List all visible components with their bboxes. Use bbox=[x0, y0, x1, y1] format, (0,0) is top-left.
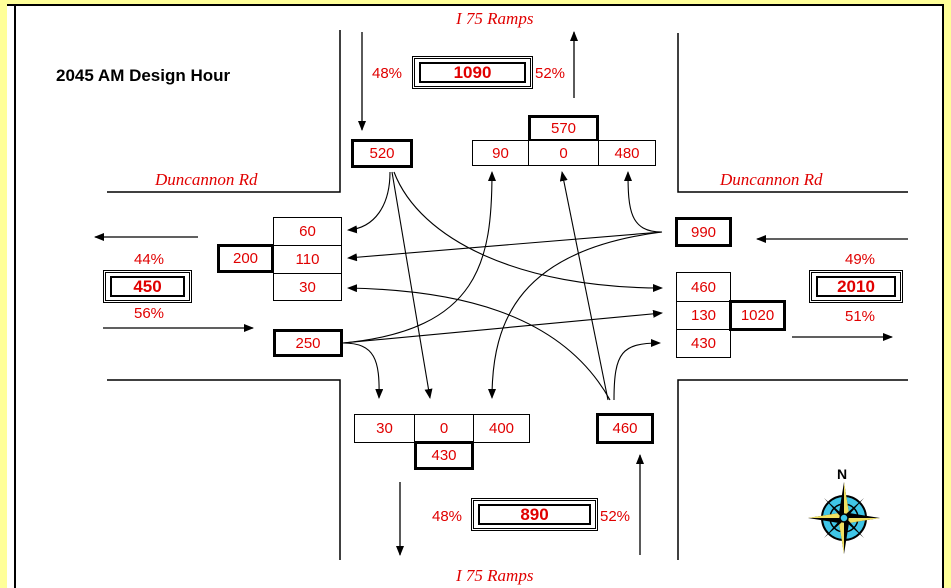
east-departure-volume: 1020 bbox=[729, 300, 786, 331]
road-edge-sw bbox=[107, 379, 341, 560]
north-move-3: 480 bbox=[598, 140, 656, 166]
west-approach-volume: 250 bbox=[273, 329, 343, 357]
compass-north-label: N bbox=[837, 466, 848, 482]
road-edge-ne bbox=[677, 33, 908, 193]
road-name-south: I 75 Ramps bbox=[456, 566, 534, 585]
east-move-1: 460 bbox=[676, 272, 731, 302]
flow-e-to-north bbox=[624, 171, 663, 233]
flow-e-to-south bbox=[488, 231, 663, 399]
south-total: 890 bbox=[478, 504, 591, 525]
west-total-box: 450 bbox=[103, 270, 192, 303]
east-total: 2010 bbox=[816, 276, 896, 297]
flow-n-to-east bbox=[393, 171, 663, 292]
flow-w-to-south bbox=[342, 342, 384, 399]
west-total: 450 bbox=[110, 276, 185, 297]
east-pct-in: 49% bbox=[845, 251, 876, 268]
south-move-3: 400 bbox=[473, 414, 530, 443]
flow-n-to-west bbox=[347, 171, 391, 234]
flow-w-to-east bbox=[342, 309, 663, 344]
right-border bbox=[944, 0, 951, 588]
road-edge-se bbox=[677, 379, 908, 560]
east-pct-out: 51% bbox=[845, 308, 876, 325]
west-move-2: 110 bbox=[273, 245, 342, 274]
west-departure-volume: 200 bbox=[217, 244, 274, 273]
road-name-east: Duncannon Rd bbox=[720, 170, 823, 189]
flow-w-to-north bbox=[342, 171, 496, 344]
north-move-1: 90 bbox=[472, 140, 529, 166]
west-pct-out: 44% bbox=[134, 251, 165, 268]
flow-s-to-north bbox=[559, 171, 609, 401]
flow-s-to-east bbox=[613, 339, 661, 401]
frame bbox=[14, 6, 944, 588]
north-move-2: 0 bbox=[528, 140, 599, 166]
east-move-3: 430 bbox=[676, 329, 731, 358]
south-approach-volume: 460 bbox=[596, 413, 654, 444]
north-pct-in: 48% bbox=[372, 65, 403, 82]
south-total-box: 890 bbox=[471, 498, 598, 531]
south-move-2: 0 bbox=[414, 414, 474, 443]
road-edge-nw bbox=[107, 30, 341, 193]
north-total-box: 1090 bbox=[412, 56, 533, 89]
left-border bbox=[0, 0, 7, 588]
north-pct-out: 52% bbox=[535, 65, 566, 82]
compass-rose-icon bbox=[808, 482, 880, 554]
south-move-1: 30 bbox=[354, 414, 415, 443]
flow-s-to-west bbox=[347, 284, 611, 401]
top-border bbox=[0, 0, 951, 6]
flow-n-to-south bbox=[391, 171, 433, 399]
south-departure-volume: 430 bbox=[414, 441, 474, 470]
north-total: 1090 bbox=[419, 62, 526, 83]
road-name-north: I 75 Ramps bbox=[456, 9, 534, 28]
east-total-box: 2010 bbox=[809, 270, 903, 303]
east-approach-volume: 990 bbox=[675, 217, 732, 247]
north-approach-volume: 520 bbox=[351, 139, 413, 168]
south-pct-out: 52% bbox=[600, 508, 631, 525]
page-title: 2045 AM Design Hour bbox=[56, 66, 231, 85]
south-pct-in: 48% bbox=[432, 508, 463, 525]
north-departure-volume: 570 bbox=[528, 115, 599, 142]
west-pct-in: 56% bbox=[134, 305, 165, 322]
flow-e-to-west bbox=[347, 231, 663, 262]
east-move-2: 130 bbox=[676, 301, 731, 330]
west-move-3: 30 bbox=[273, 273, 342, 301]
road-name-west: Duncannon Rd bbox=[155, 170, 258, 189]
west-move-1: 60 bbox=[273, 217, 342, 246]
